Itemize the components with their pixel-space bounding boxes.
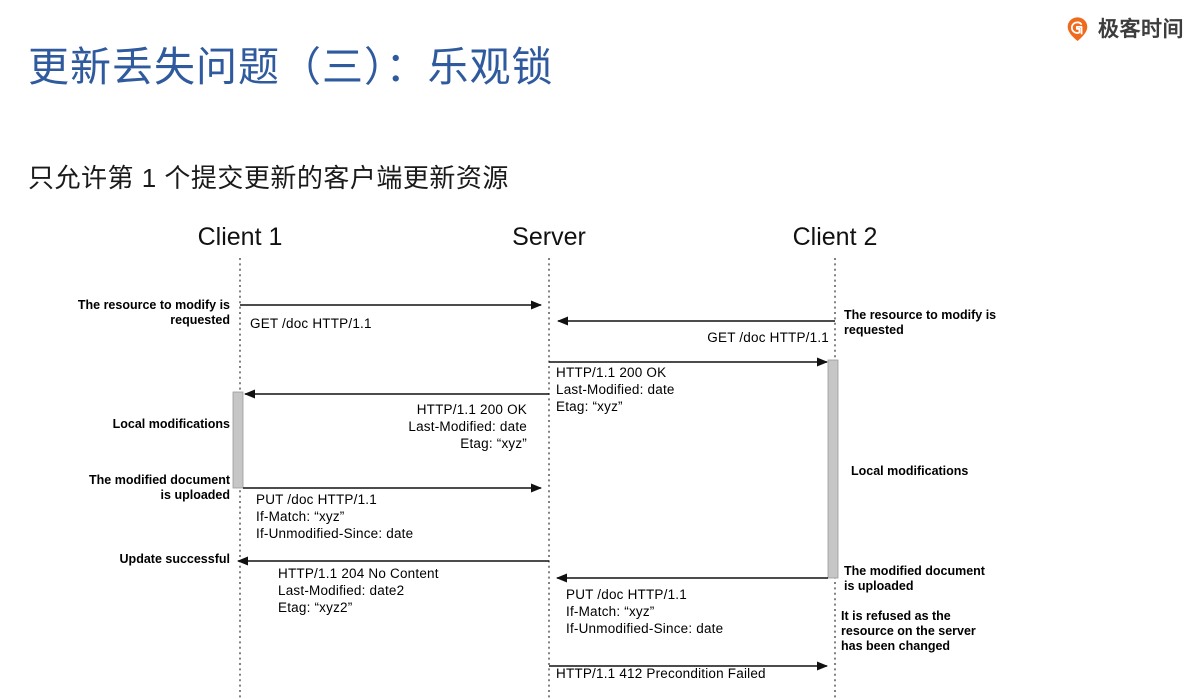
note-client2-request: The resource to modify is requested xyxy=(844,308,997,337)
message-client1-get: GET /doc HTTP/1.1 xyxy=(250,316,372,331)
note-client1-upload: The modified document is uploaded xyxy=(89,473,230,502)
activation-bar-client2 xyxy=(827,359,839,579)
brand-logo: 极客时间 xyxy=(1064,16,1184,43)
lifelines xyxy=(239,258,836,699)
actor-label-server: Server xyxy=(512,223,586,251)
note-client1-local-modifications: Local modifications xyxy=(112,417,230,431)
message-server-204-to-client1: HTTP/1.1 204 No Content Last-Modified: d… xyxy=(278,566,439,615)
message-client2-get: GET /doc HTTP/1.1 xyxy=(707,330,829,345)
diagram-canvas xyxy=(232,258,839,699)
actor-label-client2: Client 2 xyxy=(792,223,878,251)
note-client1-update-successful: Update successful xyxy=(119,552,230,566)
activation-bar-client1 xyxy=(232,391,244,489)
message-client2-put: PUT /doc HTTP/1.1 If-Match: “xyz” If-Unm… xyxy=(566,587,724,636)
page-title: 更新丢失问题（三）：乐观锁 xyxy=(28,44,554,90)
actor-label-client1: Client 1 xyxy=(197,223,283,251)
message-server-200-to-client2: HTTP/1.1 200 OK Last-Modified: date Etag… xyxy=(556,365,675,414)
page-subtitle: 只允许第 1 个提交更新的客户端更新资源 xyxy=(28,163,509,193)
brand-name: 极客时间 xyxy=(1098,18,1184,41)
note-client2-upload: The modified document is uploaded xyxy=(844,564,985,593)
activation-bars xyxy=(232,359,839,579)
message-arrows xyxy=(237,300,835,671)
message-client1-put: PUT /doc HTTP/1.1 If-Match: “xyz” If-Unm… xyxy=(256,492,414,541)
note-client1-request: The resource to modify is requested xyxy=(77,298,230,327)
note-client2-refused: It is refused as the resource on the ser… xyxy=(841,609,976,653)
note-client2-local-modifications: Local modifications xyxy=(851,464,969,478)
message-server-412-to-client2: HTTP/1.1 412 Precondition Failed xyxy=(556,666,766,681)
sequence-diagram: Client 1 Server Client 2 xyxy=(0,205,1202,699)
geektime-logo-icon xyxy=(1067,17,1088,42)
message-server-200-to-client1: HTTP/1.1 200 OK Last-Modified: date Etag… xyxy=(408,402,527,451)
